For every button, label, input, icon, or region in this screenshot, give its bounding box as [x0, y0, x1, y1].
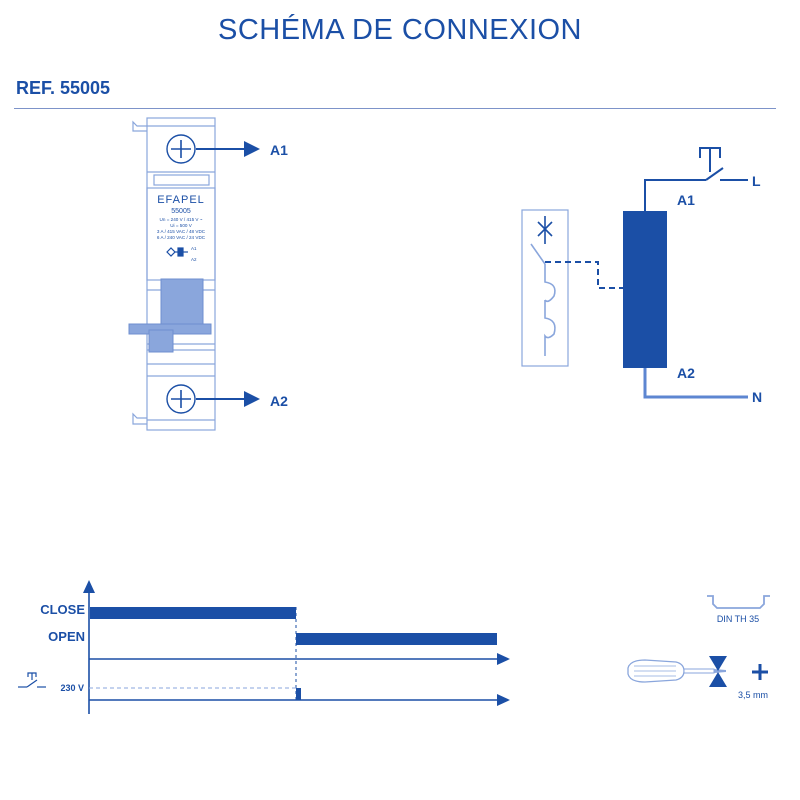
- coil-a2-terminal: A2: [677, 365, 695, 381]
- reference-number: REF. 55005: [16, 78, 111, 98]
- vertical-axis-arrow-icon: [83, 580, 95, 593]
- terminal-a2-label: A2: [270, 393, 288, 409]
- screwdriver-icon: [627, 659, 726, 683]
- rating-line-4: 6 A / 240 VAC / 24 VDC: [157, 235, 206, 240]
- pushbutton-small-icon: [18, 672, 46, 688]
- coil-a1-label: A1: [191, 246, 197, 251]
- close-state-bar: [90, 607, 296, 619]
- coil-symbol-icon: [166, 247, 188, 257]
- header-divider: [14, 108, 776, 109]
- voltage-pulse: [296, 688, 301, 700]
- terminal-a1-label: A1: [270, 142, 288, 158]
- signal-axis-arrow-icon: [497, 694, 510, 706]
- neutral-label: N: [752, 389, 762, 405]
- coil-a2-label: A2: [191, 257, 197, 262]
- brand-label: EFAPEL: [157, 194, 205, 206]
- plus-icon: [752, 664, 768, 680]
- neutral-wire: [643, 368, 748, 399]
- page-title: SCHÉMA DE CONNEXION: [218, 14, 582, 46]
- open-state-bar: [296, 633, 497, 645]
- open-label: OPEN: [48, 629, 85, 644]
- din-rail-label: DIN TH 35: [717, 614, 759, 624]
- voltage-label: 230 V: [60, 683, 84, 693]
- relay-coil: [623, 211, 667, 368]
- bottom-screw-icon: [166, 384, 196, 414]
- relay-device: [132, 117, 216, 431]
- coil-a1-terminal: A1: [677, 192, 695, 208]
- a1-wire: [644, 179, 706, 211]
- mechanical-link: [545, 261, 623, 289]
- din-rail-icon: [707, 595, 770, 609]
- close-label: CLOSE: [40, 602, 85, 617]
- contact-symbol: [521, 209, 569, 367]
- state-axis-arrow-icon: [497, 653, 510, 665]
- rotation-arrows-icon: [709, 656, 727, 687]
- rating-line-1: Un = 240 V / 415 V ~: [160, 217, 203, 222]
- screwdriver-size-label: 3,5 mm: [738, 690, 768, 700]
- lever-handle: [128, 278, 212, 353]
- rating-line-2: Ui = 500 V: [170, 223, 193, 228]
- rating-line-3: 3 A / 415 VAC / 48 VDC: [157, 229, 206, 234]
- model-label: 55005: [171, 208, 191, 215]
- top-screw-icon: [166, 134, 196, 164]
- line-label: L: [752, 173, 761, 189]
- timing-diagram: [18, 580, 510, 714]
- pushbutton-icon: [699, 147, 748, 181]
